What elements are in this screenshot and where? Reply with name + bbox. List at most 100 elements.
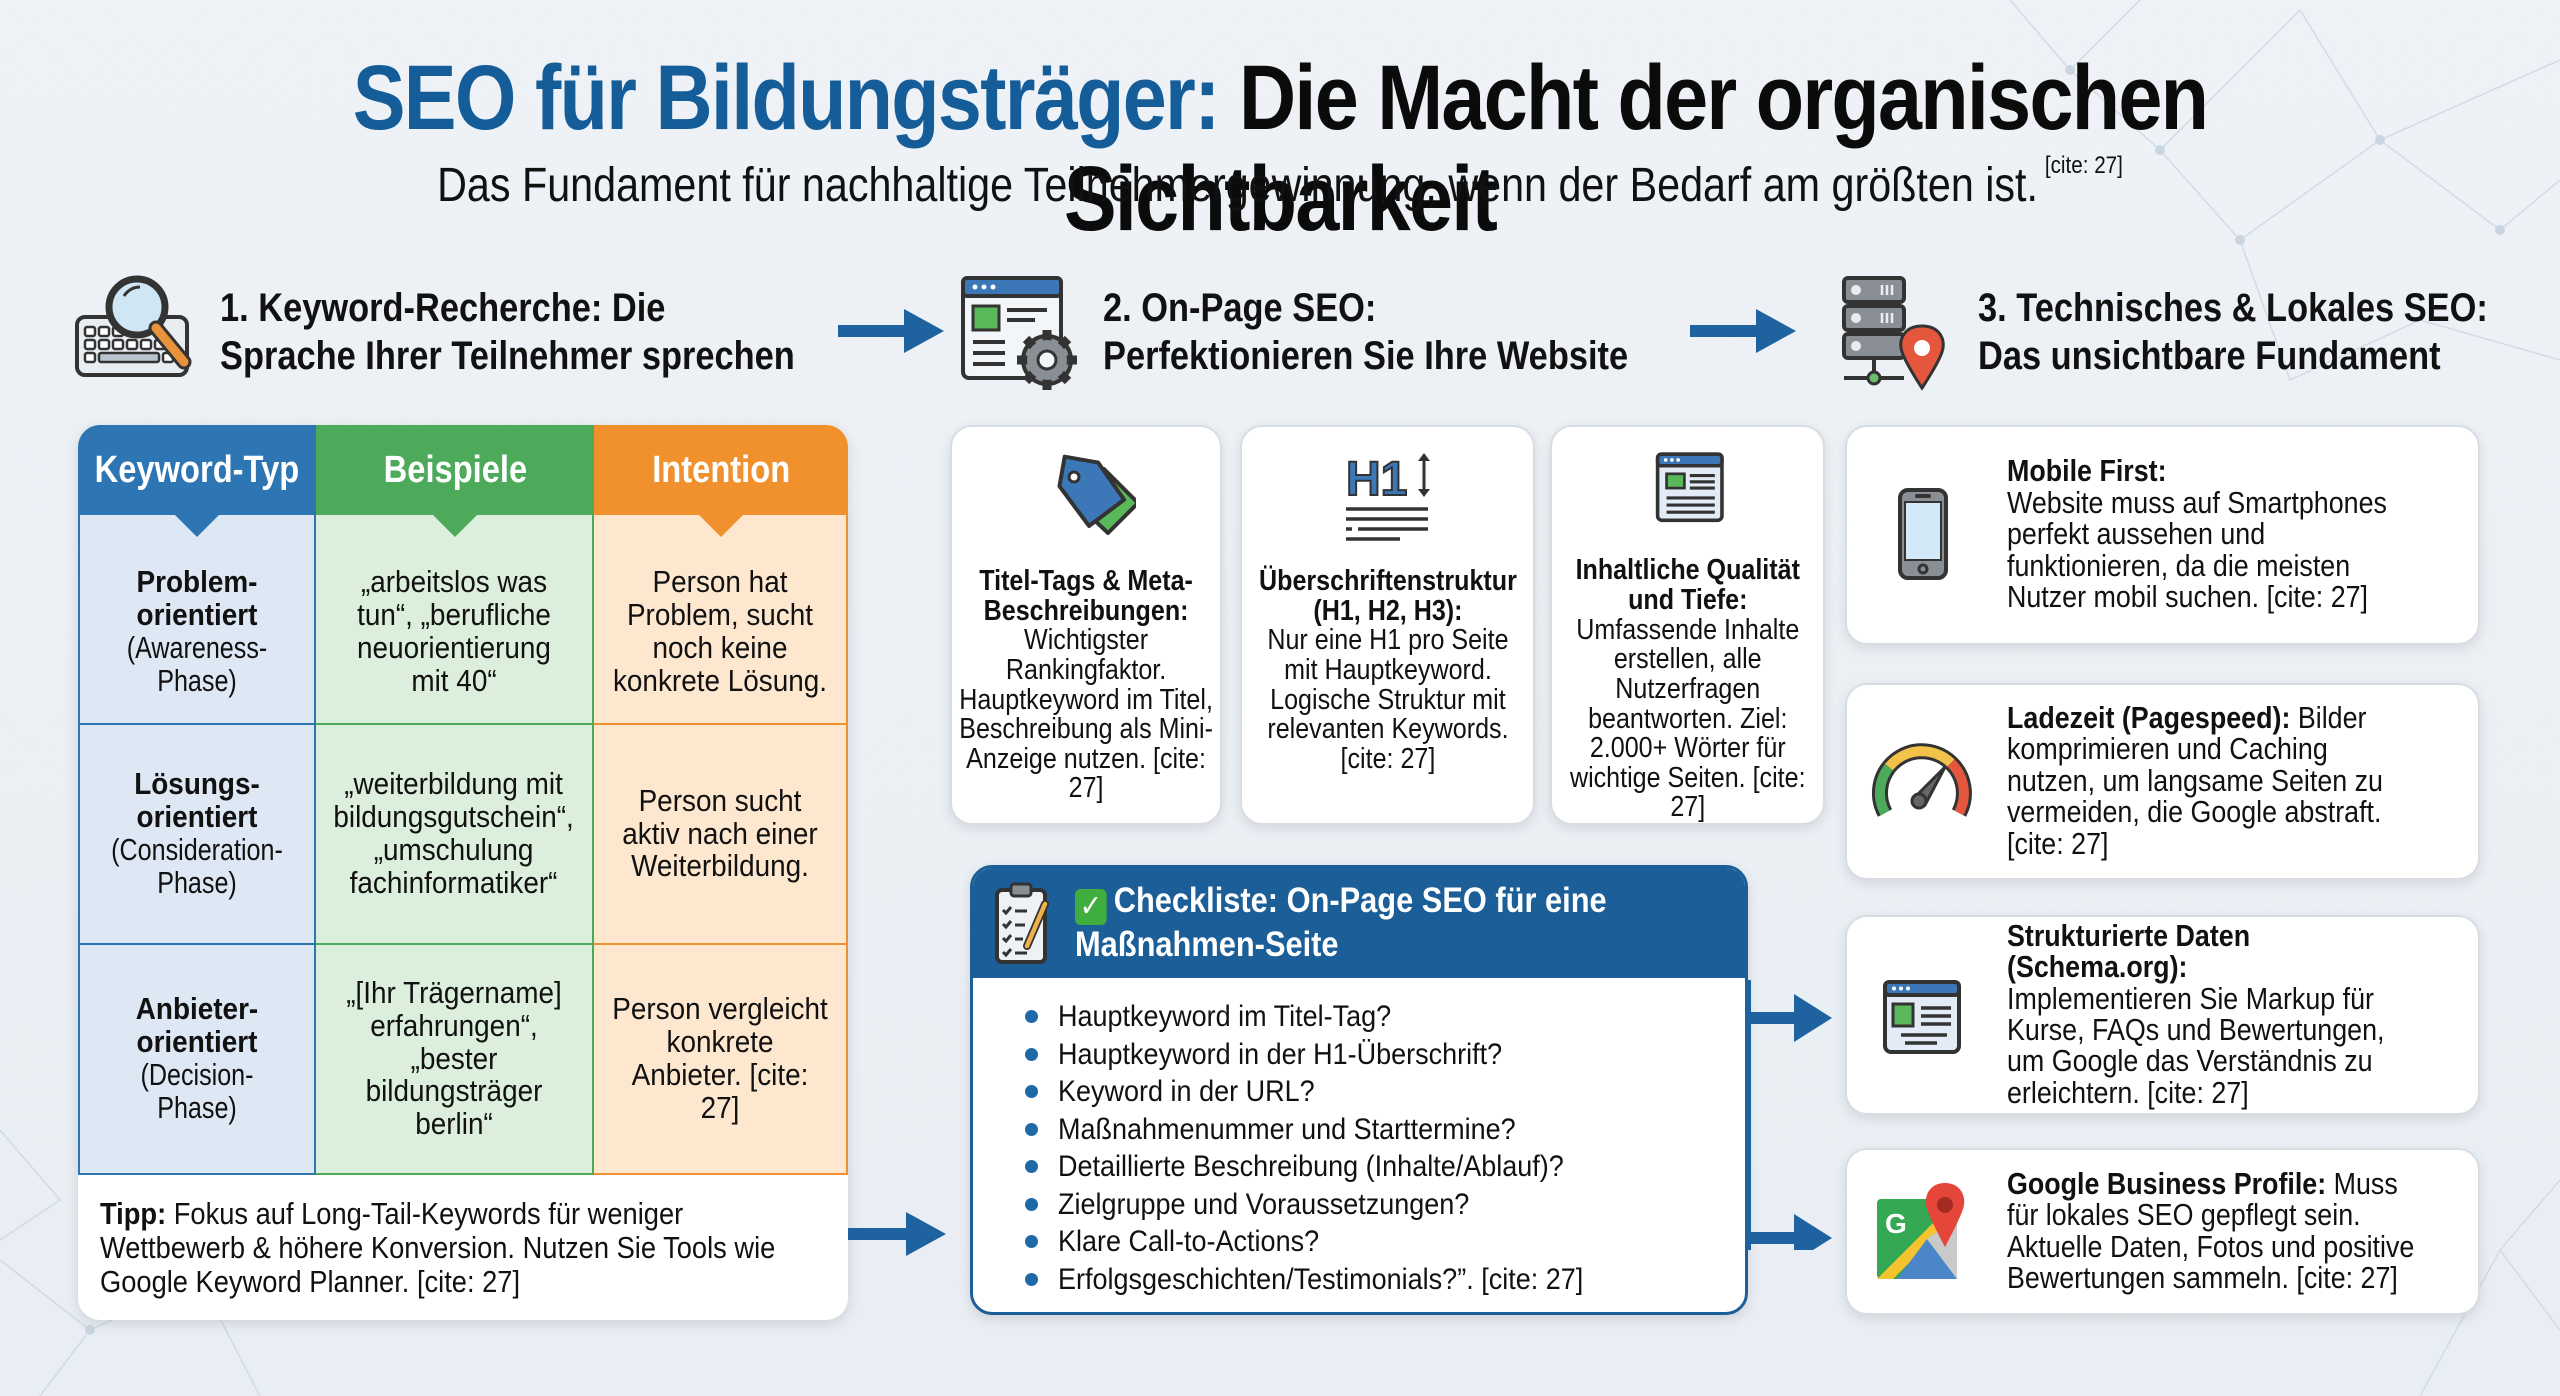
checklist-title: ✓Checkliste: On-Page SEO für eine Maßnah…	[1075, 881, 1607, 965]
smartphone-icon	[1898, 488, 1948, 580]
page-title-main: Die Macht der organischen Sichtbarkeit	[1063, 47, 2209, 251]
bullet-icon	[1025, 1122, 1038, 1136]
checklist-item-text: Maßnahmenummer und Starttermine?	[1058, 1112, 1516, 1146]
checklist-item: Klare Call-to-Actions?	[1025, 1223, 1745, 1261]
checklist-item: Detaillierte Beschreibung (Inhalte/Ablau…	[1025, 1148, 1745, 1186]
intention-text: Person hat Problem, sucht noch keine kon…	[612, 564, 828, 698]
checklist-item-text: Detaillierte Beschreibung (Inhalte/Ablau…	[1058, 1150, 1564, 1183]
svg-text:G: G	[1885, 1208, 1907, 1239]
subtitle-text: Das Fundament für nachhaltige Teilnehmer…	[437, 159, 2038, 212]
section-title-line1: 1. Keyword-Recherche: Die	[220, 286, 666, 330]
keyword-type-label: orientiert	[136, 799, 258, 835]
checklist-item-text: Hauptkeyword in der H1-Überschrift?	[1058, 1037, 1503, 1071]
section-title-line1: 2. On-Page SEO:	[1103, 286, 1377, 330]
card-text: Google Business Profile: Muss für lokale…	[2007, 1166, 2421, 1295]
column-keyword-type: Keyword-Typ Problem-orientiert(Awareness…	[78, 425, 316, 1175]
tech-card-google-business-profile: G Google Business Profile: Muss für loka…	[1845, 1148, 2480, 1315]
table-cell: Person vergleicht konkrete Anbieter. [ci…	[594, 945, 848, 1175]
card-title: Google Business Profile:	[2007, 1166, 2327, 1201]
card-title: Strukturierte Daten (Schema.org):	[2007, 918, 2251, 985]
check-mark-icon: ✓	[1075, 888, 1107, 925]
clipboard-checklist-icon	[995, 882, 1049, 964]
section-title-line1: 3. Technisches & Lokales SEO:	[1978, 286, 2488, 330]
checklist-item-text: Zielgruppe und Voraussetzungen?	[1058, 1187, 1470, 1221]
h1-heading-icon: H1	[1345, 452, 1430, 541]
tech-card-pagespeed: Ladezeit (Pagespeed): Bilder komprimiere…	[1845, 683, 2480, 880]
onpage-card-headings: H1 Überschriftenstruktur (H1, H2, H3):Nu…	[1240, 425, 1535, 825]
bullet-icon	[1025, 1085, 1038, 1099]
structured-data-page-icon	[1883, 980, 1961, 1054]
subtitle-citation: [cite: 27]	[2044, 152, 2123, 179]
server-location-pin-icon	[1842, 276, 1945, 391]
column-header: Beispiele	[316, 425, 594, 537]
phase-label: (Awareness-Phase)	[126, 630, 268, 698]
keyboard-magnifier-icon	[75, 275, 192, 377]
tip-box: Tipp: Fokus auf Long-Tail-Keywords für w…	[78, 1175, 848, 1320]
table-cell: „weiterbildung mit bildungsgutschein“, „…	[316, 725, 594, 945]
speedometer-icon	[1871, 742, 1972, 817]
intention-text: Person sucht aktiv nach einer Weiterbild…	[622, 782, 818, 884]
google-maps-icon: G	[1877, 1182, 1965, 1279]
checklist-item: Hauptkeyword im Titel-Tag?	[1025, 998, 1745, 1036]
section-title: 3. Technisches & Lokales SEO: Das unsich…	[1978, 284, 2488, 380]
card-body: Implementieren Sie Markup für Kurse, FAQ…	[2007, 981, 2385, 1110]
examples-text: „arbeitslos was tun“, „berufliche neuori…	[357, 564, 551, 698]
section-header-onpage-seo: 2. On-Page SEO: Perfektionieren Sie Ihre…	[955, 272, 1714, 392]
bullet-icon	[1025, 1197, 1038, 1211]
phase-label: (Consideration-Phase)	[111, 832, 283, 900]
arrow-right-icon	[848, 1212, 946, 1256]
onpage-card-title-tags: Titel-Tags & Meta-Beschreibungen:Wichtig…	[950, 425, 1222, 825]
section-title-line2: Das unsichtbare Fundament	[1978, 334, 2441, 378]
keyword-type-label: Problem-	[136, 564, 258, 600]
arrow-right-icon	[1690, 309, 1796, 353]
section-title: 2. On-Page SEO: Perfektionieren Sie Ihre…	[1103, 284, 1628, 380]
onpage-checklist: ✓Checkliste: On-Page SEO für eine Maßnah…	[970, 865, 1748, 1315]
keyword-type-label: Anbieter-	[135, 991, 259, 1027]
section-title: 1. Keyword-Recherche: Die Sprache Ihrer …	[220, 284, 795, 380]
card-text: Strukturierte Daten (Schema.org):Impleme…	[2007, 918, 2421, 1110]
card-title: Mobile First:	[2007, 454, 2167, 489]
checklist-title-line1: Checkliste: On-Page SEO für eine	[1113, 880, 1607, 920]
keyword-type-label: orientiert	[136, 597, 258, 633]
column-header-label: Beispiele	[383, 448, 527, 491]
bullet-icon	[1025, 1010, 1038, 1024]
card-body: Website muss auf Smartphones perfekt aus…	[2007, 485, 2387, 615]
column-intention: Intention Person hat Problem, sucht noch…	[594, 425, 848, 1175]
card-body: Nur eine H1 pro Seite mit Hauptkeyword. …	[1266, 624, 1509, 775]
section-title-line2: Sprache Ihrer Teilnehmer sprechen	[220, 334, 795, 378]
arrow-right-icon	[838, 309, 944, 353]
table-cell: Lösungs-orientiert(Consideration-Phase)	[78, 725, 316, 945]
checklist-item-text: Erfolgsgeschichten/Testimonials?”. [cite…	[1058, 1262, 1584, 1296]
column-examples: Beispiele „arbeitslos was tun“, „berufli…	[316, 425, 594, 1175]
price-tag-icon	[1057, 454, 1136, 535]
checklist-item-text: Klare Call-to-Actions?	[1058, 1225, 1320, 1258]
card-text: Überschriftenstruktur (H1, H2, H3):Nur e…	[1244, 566, 1531, 775]
bullet-icon	[1025, 1272, 1038, 1286]
card-text: Titel-Tags & Meta-Beschreibungen:Wichtig…	[954, 565, 1218, 804]
page-subtitle: Das Fundament für nachhaltige Teilnehmer…	[179, 152, 2381, 213]
intention-text: Person vergleicht konkrete Anbieter. [ci…	[612, 991, 828, 1125]
bullet-icon	[1025, 1047, 1038, 1061]
phase-label: (Decision-Phase)	[140, 1057, 254, 1125]
section-title-line2: Perfektionieren Sie Ihre Website	[1103, 334, 1629, 378]
bullet-icon	[1025, 1235, 1038, 1249]
tech-card-structured-data: Strukturierte Daten (Schema.org):Impleme…	[1845, 915, 2480, 1115]
card-body: Muss für lokales SEO gepflegt sein. Aktu…	[2007, 1166, 2415, 1295]
column-header: Intention	[594, 425, 848, 537]
connector-arrows-icon	[1746, 980, 1832, 1250]
card-text: Inhaltliche Qualität und Tiefe:Umfassend…	[1554, 556, 1821, 823]
card-title: Inhaltliche Qualität und Tiefe:	[1575, 554, 1800, 616]
checklist-item-text: Hauptkeyword im Titel-Tag?	[1058, 1000, 1392, 1033]
column-header-label: Keyword-Typ	[94, 448, 300, 491]
page-title: SEO für Bildungsträger: Die Macht der or…	[179, 47, 2381, 251]
tip-label: Tipp:	[100, 1196, 167, 1231]
table-cell: Problem-orientiert(Awareness-Phase)	[78, 515, 316, 725]
keyword-type-table: Keyword-Typ Problem-orientiert(Awareness…	[78, 425, 848, 1320]
card-body: Umfassende Inhalte erstellen, alle Nutze…	[1569, 613, 1806, 824]
card-body: Bilder komprimieren und Caching nutzen, …	[2007, 700, 2383, 861]
card-title: Titel-Tags & Meta-Beschreibungen:	[979, 565, 1193, 627]
keyword-type-label: orientiert	[136, 1024, 258, 1060]
page-title-highlight: SEO für Bildungsträger:	[352, 47, 1221, 149]
svg-text:H1: H1	[1346, 453, 1407, 506]
table-cell: „arbeitslos was tun“, „berufliche neuori…	[316, 515, 594, 725]
